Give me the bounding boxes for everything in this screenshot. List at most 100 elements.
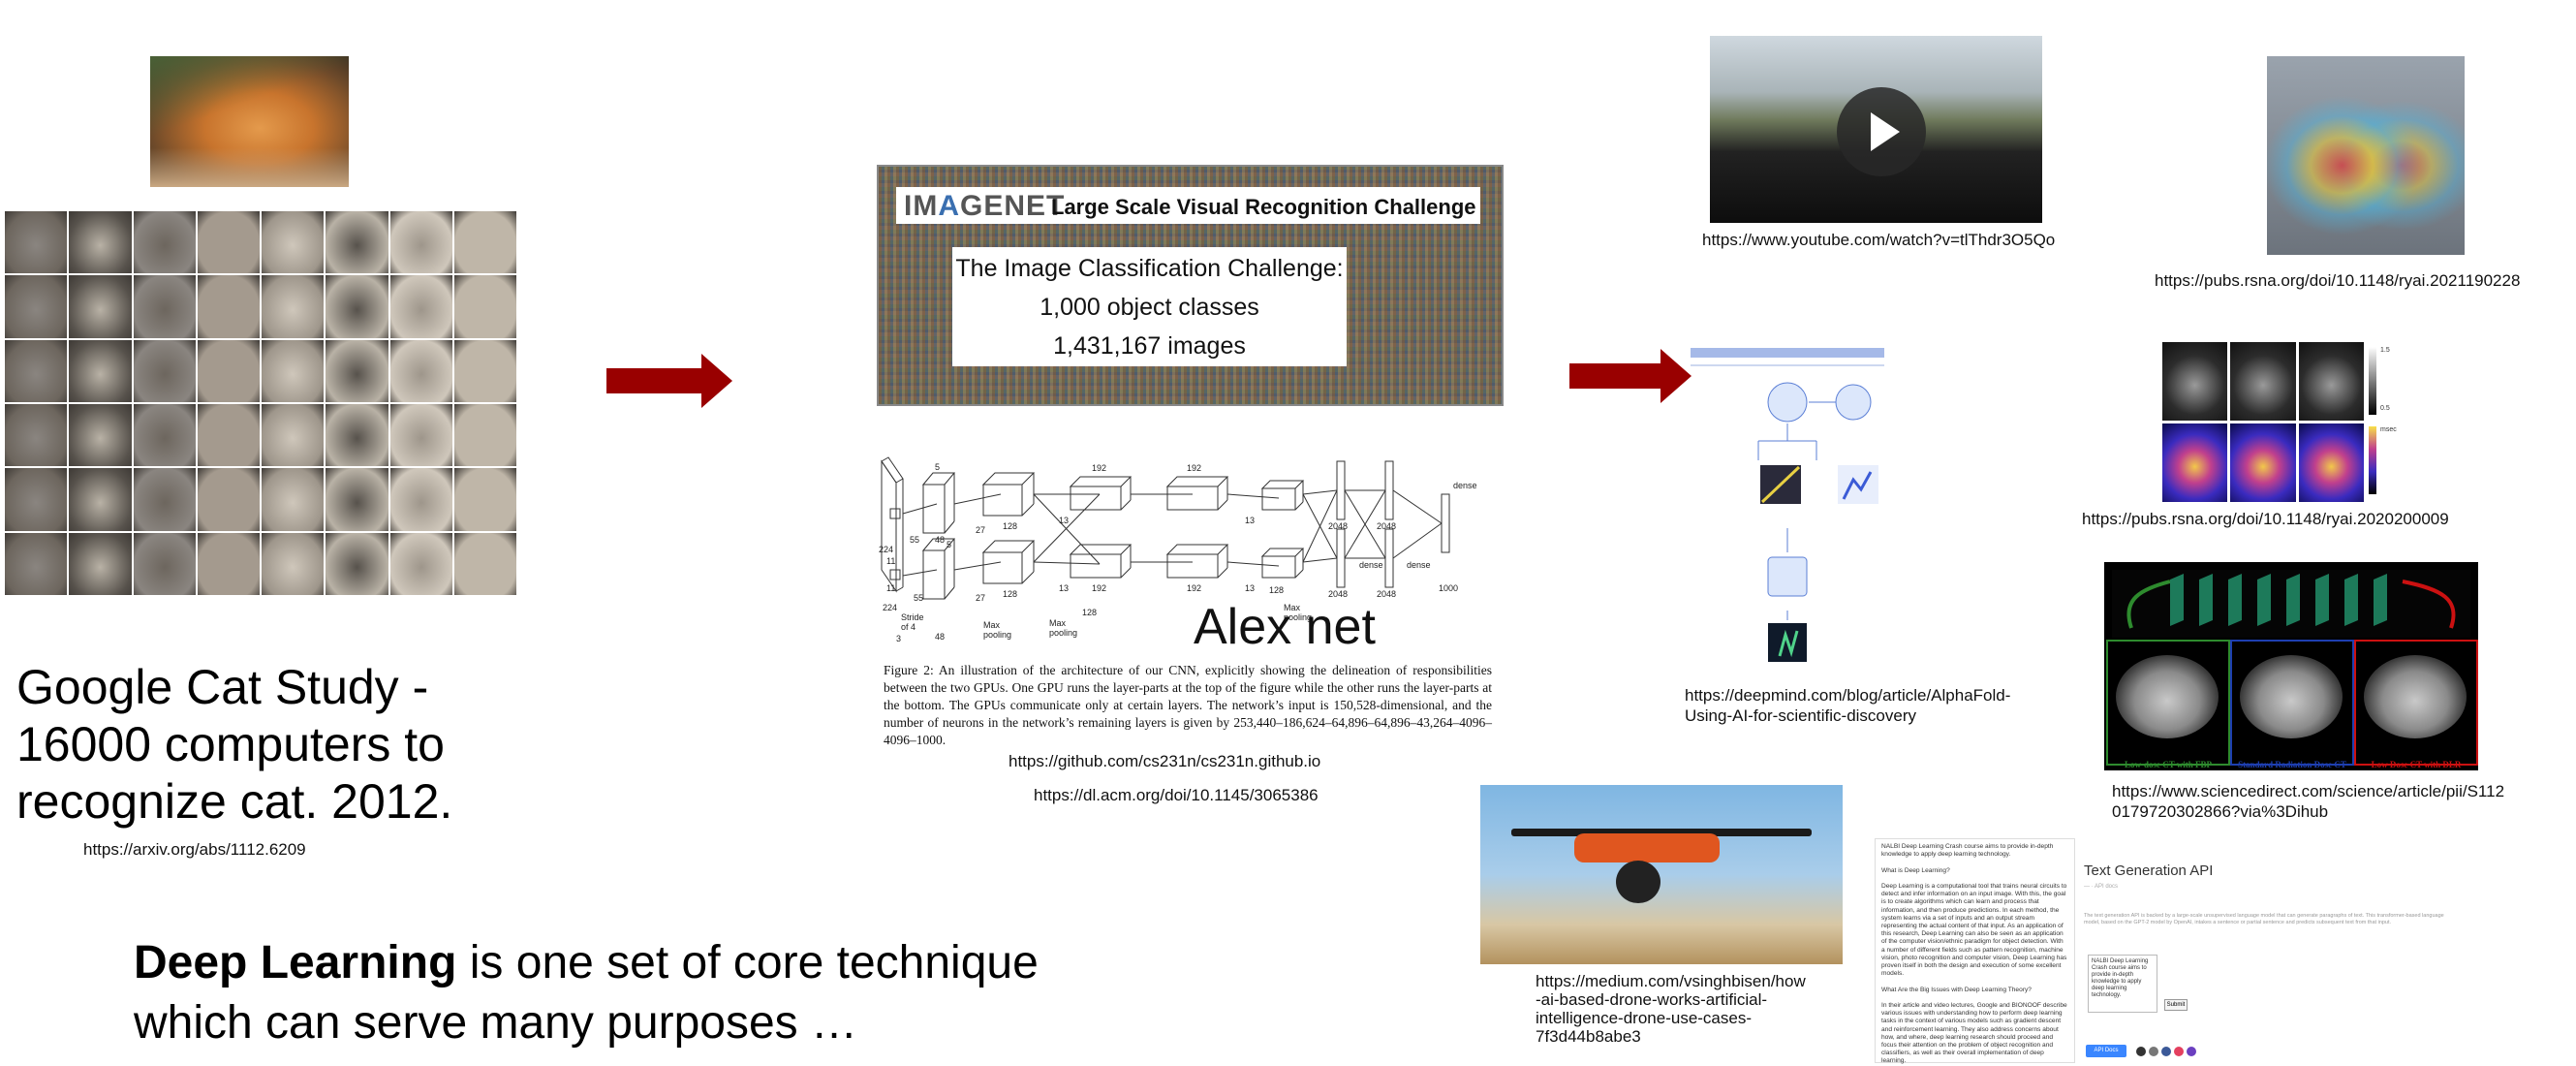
cat-face-tile (389, 404, 452, 467)
cardiac-mri-image (2230, 342, 2296, 421)
youtube-link[interactable]: https://www.youtube.com/watch?v=tlThdr3O… (1702, 231, 2056, 249)
alexnet-figure-caption: Figure 2: An illustration of the archite… (884, 663, 1492, 747)
cardiac-colorbar: 1.5 msec 0.5 (2369, 347, 2397, 497)
cardiac-map-image (2230, 423, 2296, 502)
cat-face-tile (133, 468, 196, 531)
cat-study-line: Google Cat Study - (16, 660, 429, 714)
svg-text:55: 55 (914, 593, 923, 603)
cat-face-tile (326, 275, 388, 338)
cat-face-grid (5, 211, 516, 595)
svg-text:11: 11 (886, 583, 895, 593)
play-icon[interactable] (1837, 87, 1926, 176)
cardiac-map-image (2162, 423, 2228, 502)
cat-face-tile (453, 275, 516, 338)
cat-face-tile (453, 404, 516, 467)
svg-text:192: 192 (1187, 583, 1201, 593)
cat-face-tile (69, 211, 132, 274)
svg-text:224: 224 (879, 545, 893, 554)
svg-text:55: 55 (910, 535, 919, 545)
svg-text:Max: Max (1049, 618, 1067, 628)
nalbi-document-text: NALBI Deep Learning Crash course aims to… (1881, 843, 2067, 1065)
cat-face-tile (197, 468, 260, 531)
cat-face-tile (5, 468, 68, 531)
text-generation-input[interactable]: NALBI Deep Learning Crash course aims to… (2088, 955, 2157, 1013)
submit-button[interactable]: Submit (2164, 999, 2188, 1011)
imagenet-logo: IMAGENET (904, 190, 1066, 222)
sciencedirect-link[interactable]: https://www.sciencedirect.com/science/ar… (2112, 782, 2505, 821)
medium-link[interactable]: https://medium.com/vsinghbisen/how -ai-b… (1536, 972, 1806, 1046)
input-block (881, 459, 897, 593)
cat-face-tile (326, 339, 388, 402)
svg-text:5: 5 (947, 540, 951, 549)
cat-face-tile (69, 404, 132, 467)
cat-face-tile (69, 532, 132, 595)
cat-face-tile (197, 275, 260, 338)
cat-face-tile (133, 275, 196, 338)
cat-face-tile (326, 211, 388, 274)
svg-text:2048: 2048 (1377, 521, 1396, 531)
share-icon[interactable] (2149, 1047, 2158, 1056)
cardiac-mri-grid (2162, 342, 2364, 502)
cat-study-line: recognize cat. 2012. (16, 774, 453, 829)
ct-image-standard (2230, 640, 2354, 766)
cat-face-tile (262, 275, 325, 338)
deepmind-link[interactable]: https://deepmind.com/blog/article/AlphaF… (1685, 686, 2011, 725)
svg-text:48: 48 (935, 535, 945, 545)
cat-face-tile (262, 339, 325, 402)
acm-link[interactable]: https://dl.acm.org/doi/10.1145/3065386 (1034, 786, 1319, 804)
github-icon[interactable] (2187, 1047, 2196, 1056)
cat-face-tile (453, 468, 516, 531)
instagram-icon[interactable] (2174, 1047, 2184, 1056)
svg-text:48: 48 (935, 632, 945, 642)
cat-face-tile (453, 532, 516, 595)
neural-network-icon (1767, 382, 1808, 423)
drone-camera (1616, 861, 1660, 903)
svg-text:1000: 1000 (1439, 583, 1458, 593)
facebook-icon[interactable] (2161, 1047, 2171, 1056)
cat-face-tile (5, 339, 68, 402)
api-docs-button[interactable]: API Docs (2086, 1045, 2126, 1057)
cat-face-tile (262, 404, 325, 467)
rsna-link-1[interactable]: https://pubs.rsna.org/doi/10.1148/ryai.2… (2155, 271, 2521, 290)
svg-text:11: 11 (886, 556, 895, 566)
cat-face-tile (133, 404, 196, 467)
arxiv-link[interactable]: https://arxiv.org/abs/1112.6209 (83, 840, 306, 859)
cat-face-tile (5, 532, 68, 595)
svg-text:dense: dense (1359, 560, 1383, 570)
rsna-link-2[interactable]: https://pubs.rsna.org/doi/10.1148/ryai.2… (2082, 510, 2449, 528)
imagenet-line: 1,000 object classes (1040, 294, 1259, 321)
alexnet-diagram: 224 224 3 11 11 Stride of 4 5 5 48 48 55… (879, 456, 1477, 643)
cardiac-mri-image (2298, 342, 2364, 421)
alphafold-flowchart (1691, 348, 1884, 662)
cat-face-tile (262, 468, 325, 531)
drone-photo (1480, 785, 1843, 964)
svg-text:13: 13 (1245, 516, 1255, 525)
svg-text:128: 128 (1003, 589, 1017, 599)
svg-text:192: 192 (1187, 463, 1201, 473)
svg-text:Max: Max (983, 620, 1001, 630)
deep-learning-rest: is one set of core technique (456, 937, 1039, 988)
nalbi-document (1875, 838, 2075, 1063)
cat-face-tile (389, 211, 452, 274)
text-generation-description: The text generation API is backed by a l… (2084, 913, 2444, 925)
github-link[interactable]: https://github.com/cs231n/cs231n.github.… (1009, 752, 1321, 770)
svg-text:224: 224 (883, 603, 897, 612)
svg-text:13: 13 (1059, 583, 1069, 593)
cat-face-tile (389, 532, 452, 595)
svg-text:13: 13 (1059, 516, 1069, 525)
share-icon[interactable] (2136, 1047, 2146, 1056)
cat-face-tile (326, 404, 388, 467)
imagenet-line: The Image Classification Challenge: (955, 255, 1344, 282)
svg-text:pooling: pooling (983, 630, 1011, 640)
svg-text:Max: Max (1284, 603, 1301, 612)
cardiac-map-image (2298, 423, 2364, 502)
svg-text:192: 192 (1092, 583, 1106, 593)
cat-face-tile (262, 211, 325, 274)
cat-face-tile (453, 339, 516, 402)
cat-face-tile (389, 275, 452, 338)
imagenet-line: 1,431,167 images (1053, 332, 1246, 360)
svg-text:192: 192 (1092, 463, 1106, 473)
deep-learning-bold: Deep Learning (134, 937, 457, 988)
drone-arms (1511, 829, 1812, 836)
cat-face-tile (389, 339, 452, 402)
